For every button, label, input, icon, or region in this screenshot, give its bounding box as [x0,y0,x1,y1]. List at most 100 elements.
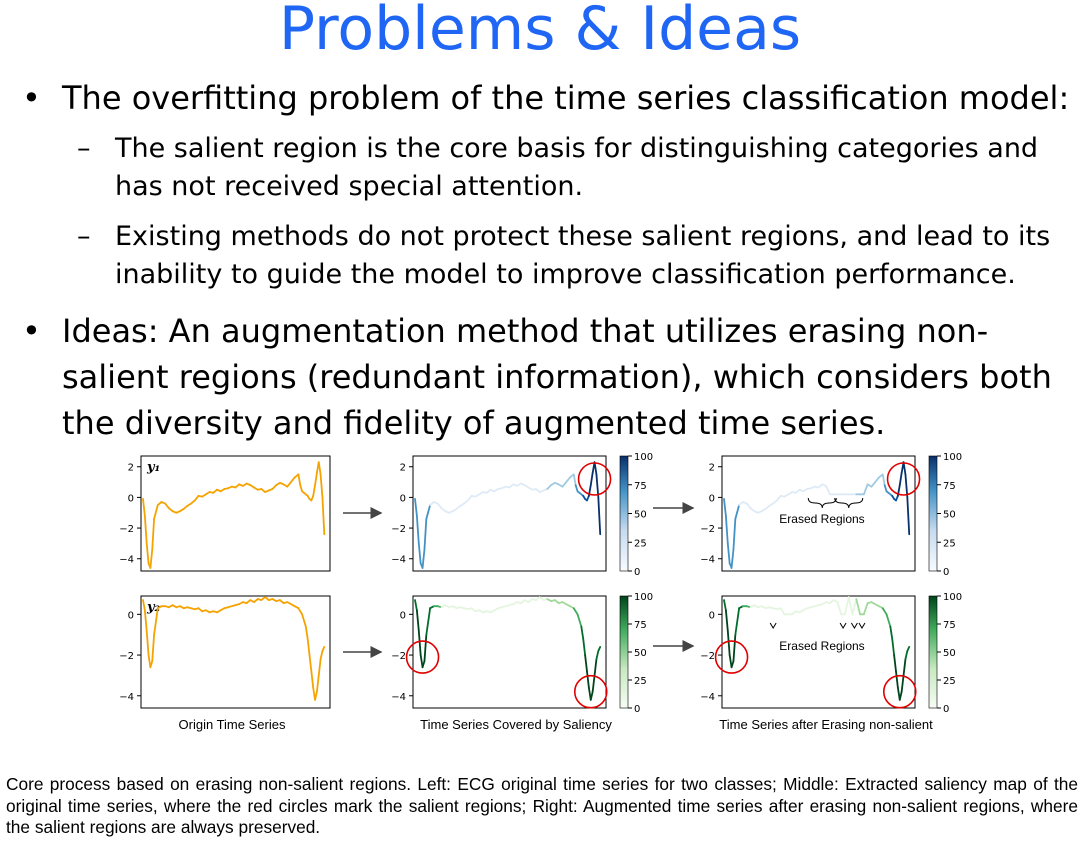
series-segment [143,514,148,545]
series-segment [844,596,850,616]
y-tick-label: −4 [391,555,406,566]
y-tick-label: 2 [128,463,134,474]
series-segment [904,473,909,499]
series-segment [902,461,907,476]
salient-circle [882,674,917,709]
sub-bullet-salient-text: The salient region is the core basis for… [115,133,1039,202]
series-segment [151,517,156,551]
series-segment [314,471,318,487]
colorbar [928,455,938,572]
series-segment [597,496,602,536]
series-segment [151,633,156,663]
series-segment [142,498,146,517]
series-segment [421,660,426,669]
series-segment [301,613,307,628]
plot-frame [140,455,331,572]
series-segment [297,473,302,487]
series-segment [895,670,899,689]
series-segment [306,637,311,656]
series-segment [732,517,737,551]
series-segment [597,646,602,652]
series-segment [902,658,907,677]
series-segment [589,690,594,701]
erased-marker [850,622,858,629]
erased-marker [858,622,866,629]
series-segment [572,607,579,616]
series-segment [574,484,579,493]
series-segment [145,542,150,565]
series-segment [414,599,418,612]
colorbar-tick-label: 50 [634,648,647,659]
series-segment [900,674,905,693]
series-segment [436,502,443,510]
series-segment [881,607,888,616]
series-segment [467,494,473,502]
series-segment [730,660,735,669]
series-segment [734,607,741,636]
colorbar-tick-label: 50 [943,510,956,521]
erased-regions-label: Erased Regions [779,512,864,526]
series-segment [589,471,594,487]
sub-bullet-existing-text: Existing methods do not protect these sa… [115,221,1051,290]
y-tick-label: −4 [119,555,134,566]
erased-marker [839,622,847,629]
salient-circle [405,640,440,674]
dash-marker: – [77,133,91,164]
series-segment [825,485,831,496]
colorbar-tick-label: 0 [634,704,640,715]
plot-frame [721,455,916,572]
sub-bullet-existing-methods: – Existing methods do not protect these … [77,218,1075,294]
salient-circle [886,462,921,496]
figure-caption: Core process based on erasing non-salien… [6,774,1078,837]
brace-mark [834,497,864,509]
series-segment [891,637,895,656]
bullet-ideas-text: Ideas: An augmentation method that utili… [62,312,1052,442]
plot-frame [140,595,331,709]
series-segment [726,542,731,565]
series-segment [745,502,752,510]
series-segment [423,633,428,663]
series-segment [730,548,735,569]
series-segment [855,598,861,616]
bullet-overfitting: • The overfitting problem of the time se… [22,78,1072,118]
series-segment [317,461,322,476]
series-segment [723,498,727,517]
y-tick-label: −2 [119,524,134,535]
colorbar-tick-label: 0 [943,567,949,578]
y-tick-label: 2 [709,463,715,474]
series-segment [898,471,903,487]
series-segment [153,607,159,636]
colorbar-tick-label: 75 [634,481,647,492]
series-segment [580,625,585,640]
colorbar-tick-label: 25 [943,538,956,549]
colorbar-tick-label: 75 [943,620,956,631]
column-label-origin: Origin Time Series [179,717,286,732]
plot-frame [412,595,607,709]
series-segment [893,654,897,673]
series-segment [584,654,588,673]
slide-title: Problems & Ideas [278,0,802,64]
y-tick-label: 0 [709,493,715,504]
series-segment [286,481,292,488]
y-tick-label: −2 [391,524,406,535]
colorbar-tick-label: 0 [634,567,640,578]
series-segment [723,599,727,612]
series-segment [304,625,309,640]
series-segment [595,473,600,499]
series-segment [726,629,731,656]
series-segment [836,601,843,616]
y-tick-label: 0 [709,610,715,621]
y-tick-label: 0 [400,610,406,621]
colorbar [928,595,938,709]
bullet-marker: • [22,79,41,117]
column-label-erased: Time Series after Erasing non-salient [719,717,933,732]
colorbar-tick-label: 100 [634,452,653,463]
salient-circle [577,462,612,496]
bullet-marker: • [22,312,41,350]
series-segment [317,658,322,677]
erased-marker [769,622,777,629]
series-segment [881,473,886,487]
sub-bullet-salient-region: – The salient region is the core basis f… [77,130,1075,206]
series-segment [415,609,420,632]
